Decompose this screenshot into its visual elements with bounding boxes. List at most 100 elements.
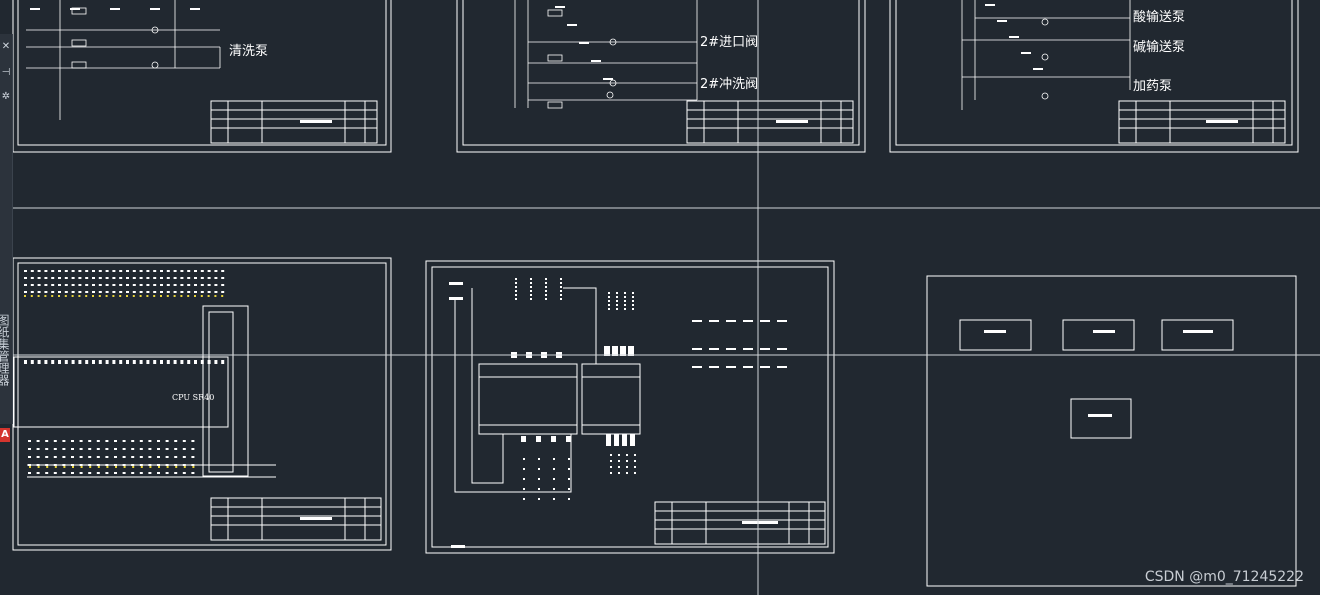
terminal-mark <box>45 464 49 466</box>
terminal-mark <box>58 360 61 364</box>
sheet-set-manager-panel[interactable]: ✕ ⊣ ✲ 图纸集管理器 A <box>0 34 13 442</box>
pin-icon[interactable]: ⊣ <box>1 67 11 78</box>
terminal-mark <box>139 448 143 450</box>
terminal-mark <box>626 466 628 468</box>
terminal-mark <box>777 366 787 368</box>
terminal-mark <box>96 464 100 466</box>
relay-module[interactable] <box>581 363 641 435</box>
terminal-mark <box>112 291 116 293</box>
sheet-e[interactable] <box>425 260 835 554</box>
terminal-mark <box>160 360 163 364</box>
sheet-f[interactable] <box>926 275 1297 587</box>
terminal-mark <box>568 498 570 500</box>
terminal-mark <box>53 472 57 474</box>
terminal-mark <box>30 284 34 286</box>
terminal-mark <box>92 284 95 286</box>
terminal-mark <box>122 472 126 474</box>
terminal-mark <box>523 468 525 470</box>
junction-dot <box>180 295 183 297</box>
junction-dot <box>105 295 108 297</box>
terminal-mark <box>126 277 129 279</box>
sheet-a[interactable] <box>12 0 392 153</box>
terminal-mark <box>194 291 197 293</box>
terminal-mark <box>538 468 540 470</box>
label-alkali-pump: 碱输送泵 <box>1133 39 1185 55</box>
terminal-mark <box>37 360 41 364</box>
junction-dot <box>153 295 156 297</box>
sheet-c[interactable] <box>889 0 1299 153</box>
plc-module[interactable] <box>13 356 229 428</box>
terminal-mark <box>180 291 184 293</box>
terminal-mark <box>88 464 92 466</box>
terminal-mark <box>105 456 109 458</box>
terminal-mark <box>64 277 68 279</box>
terminal-mark <box>44 360 48 364</box>
junction-dot <box>51 295 54 297</box>
junction-dot <box>194 295 196 297</box>
terminal-mark <box>126 284 129 286</box>
terminal-mark <box>114 472 117 474</box>
terminal-mark <box>96 440 100 442</box>
sheet-b[interactable] <box>456 0 866 153</box>
terminal-mark <box>51 284 55 286</box>
junction-dot <box>207 295 210 297</box>
terminal-mark <box>187 360 191 364</box>
terminal-mark <box>160 284 163 286</box>
terminal-mark <box>153 360 157 364</box>
terminal-mark <box>624 300 626 302</box>
terminal-mark <box>553 468 555 470</box>
terminal-mark <box>622 434 627 446</box>
junction-dot <box>106 466 109 468</box>
terminal-mark <box>98 360 102 364</box>
terminal-mark <box>620 346 626 356</box>
terminal-mark <box>105 360 109 364</box>
close-icon[interactable]: ✕ <box>1 41 11 52</box>
terminal-mark <box>568 478 570 480</box>
terminal-mark <box>182 456 186 458</box>
terminal-mark <box>98 270 102 272</box>
terminal-mark <box>521 436 526 442</box>
junction-dot <box>46 466 49 468</box>
terminal-mark <box>36 472 40 474</box>
terminal-mark <box>207 360 211 364</box>
terminal-mark <box>37 284 41 286</box>
terminal-mark <box>139 440 143 442</box>
terminal-mark <box>560 282 562 284</box>
terminal-mark <box>180 270 184 272</box>
terminal-mark <box>71 360 75 364</box>
terminal-mark <box>538 488 540 490</box>
terminal-mark <box>190 8 200 10</box>
sheet-d[interactable] <box>12 257 392 551</box>
terminal-mark <box>997 20 1007 22</box>
terminal-mark <box>146 277 150 279</box>
terminal-mark <box>139 284 143 286</box>
terminal-mark <box>624 296 626 298</box>
terminal-mark <box>726 320 736 322</box>
terminal-mark <box>37 277 41 279</box>
terminal-mark <box>126 291 129 293</box>
junction-dot <box>64 295 67 297</box>
terminal-mark <box>122 440 126 442</box>
terminal-mark <box>194 270 197 272</box>
terminal-mark <box>30 8 40 10</box>
crosshair <box>12 0 1320 595</box>
terminal-mark <box>85 360 89 364</box>
terminal-mark <box>616 308 618 310</box>
terminal-mark <box>71 284 75 286</box>
terminal-mark <box>626 460 628 462</box>
junction-dot <box>132 466 135 468</box>
terminal-mark <box>173 284 177 286</box>
terminal-mark <box>36 448 40 450</box>
junction-dot <box>72 466 74 468</box>
junction-dot <box>192 466 195 468</box>
label-dosing-pump: 加药泵 <box>1133 79 1172 94</box>
terminal-mark <box>114 456 117 458</box>
terminal-mark <box>110 8 120 10</box>
label-plc-cpu: CPU SR40 <box>172 393 214 402</box>
junction-dot <box>30 295 33 297</box>
terminal-mark <box>579 42 589 44</box>
inverter-module[interactable] <box>478 363 578 435</box>
settings-icon[interactable]: ✲ <box>1 91 11 102</box>
terminal-mark <box>616 304 618 306</box>
